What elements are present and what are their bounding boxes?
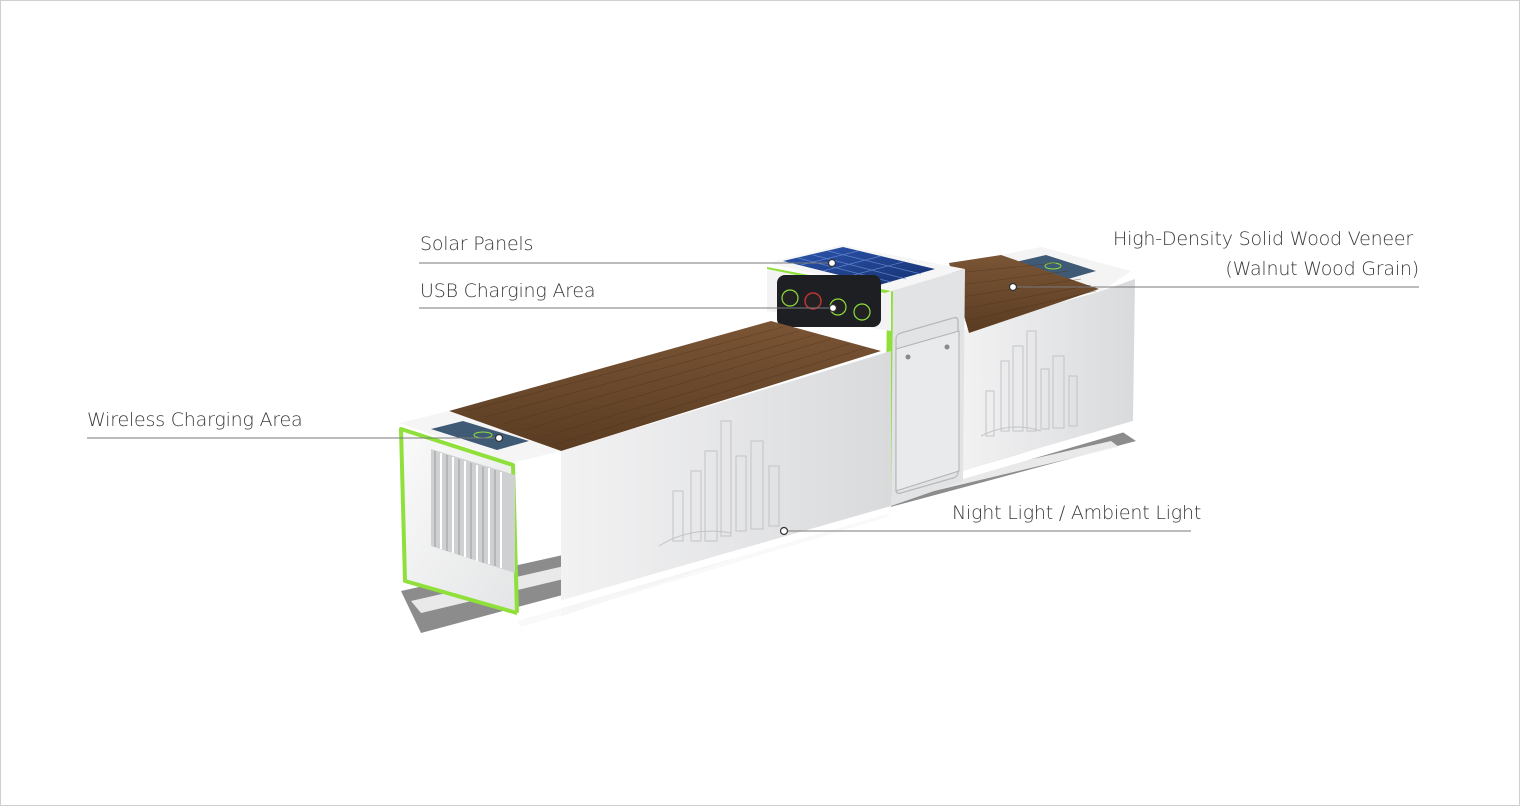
label-wood-veneer-line2: (Walnut Wood Grain) (1225, 258, 1419, 280)
dot-night-light (779, 526, 789, 536)
label-solar-panels: Solar Panels (420, 233, 534, 255)
label-wireless-charging-area: Wireless Charging Area (87, 409, 303, 431)
center-pillar (767, 245, 965, 508)
leader-lines (87, 262, 1419, 532)
dot-wood-veneer (1008, 282, 1018, 292)
dot-solar-panels (827, 258, 837, 268)
label-wood-veneer-line1: High-Density Solid Wood Veneer (1113, 228, 1413, 250)
label-night-light: Night Light / Ambient Light (952, 502, 1202, 524)
right-seat-section (949, 247, 1135, 479)
label-usb-charging-area: USB Charging Area (420, 280, 596, 302)
dot-wireless-charging (494, 433, 504, 443)
left-seat-section (399, 321, 891, 627)
dot-usb-charging (828, 303, 838, 313)
callout-dots (494, 258, 1018, 536)
